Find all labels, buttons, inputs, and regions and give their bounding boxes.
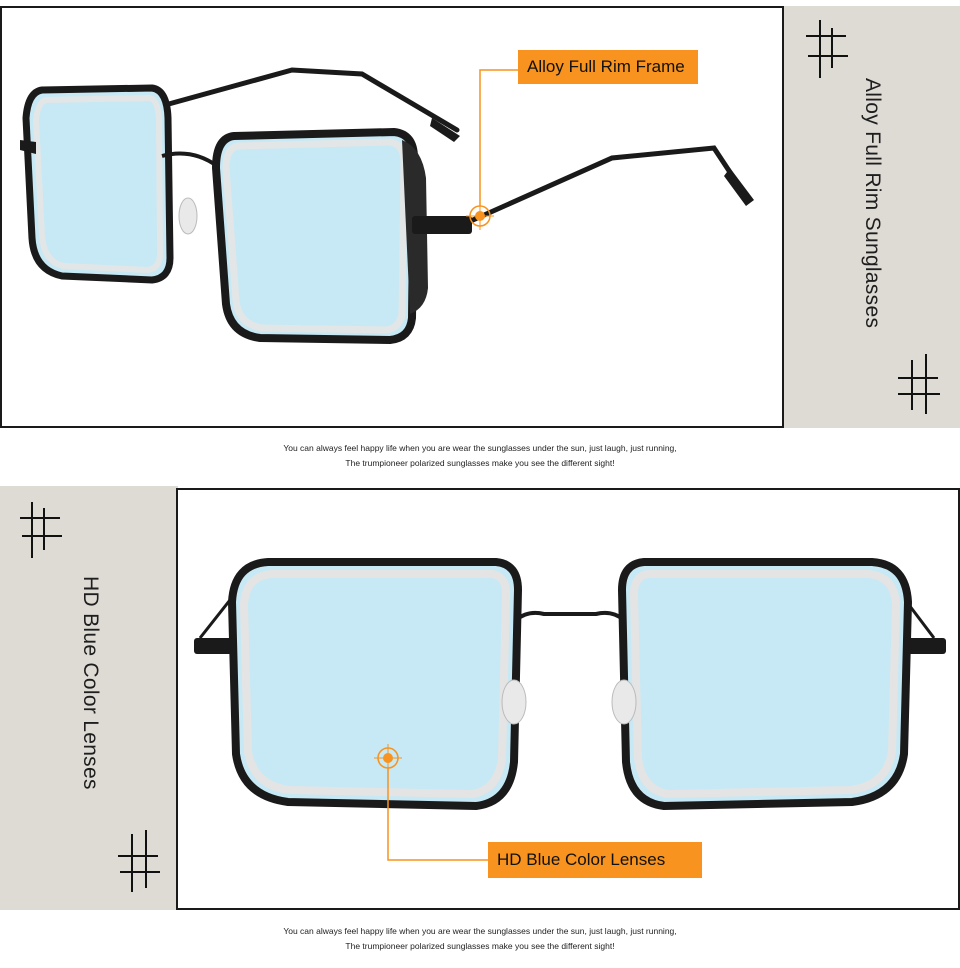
caption-line: You can always feel happy life when you … [283,443,677,453]
side-title: Alloy Full Rim Sunglasses [861,78,884,329]
side-panel-right: Alloy Full Rim Sunglasses [784,6,960,428]
callout-leader-line [479,69,518,206]
caption-line: You can always feel happy life when you … [283,926,677,936]
sunglasses-front-illustration [194,558,946,861]
side-title: HD Blue Color Lenses [79,576,102,790]
sunglasses-side-illustration [20,67,754,345]
caption-line: The trumpioneer polarized sunglasses mak… [345,941,615,951]
product-photo-side-view: Alloy Full Rim Frame [0,6,784,428]
product-photo-front-view: HD Blue Color Lenses [176,488,960,910]
caption-block-1: You can always feel happy life when you … [0,441,960,471]
callout-frame-label: Alloy Full Rim Frame [518,50,698,84]
hash-mark-icon [806,20,848,78]
caption-line: The trumpioneer polarized sunglasses mak… [345,458,615,468]
hash-mark-icon [20,502,62,558]
feature-section-frame: Alloy Full Rim Frame Alloy Full Rim Sung… [0,0,960,430]
hash-mark-icon [118,830,160,892]
callout-lens-label: HD Blue Color Lenses [488,842,702,878]
feature-section-lenses: HD Blue Color Lenses [0,486,960,912]
side-panel-left: HD Blue Color Lenses [0,486,178,910]
caption-block-2: You can always feel happy life when you … [0,924,960,954]
hash-mark-icon [898,354,940,414]
callout-leader-line [387,768,490,861]
